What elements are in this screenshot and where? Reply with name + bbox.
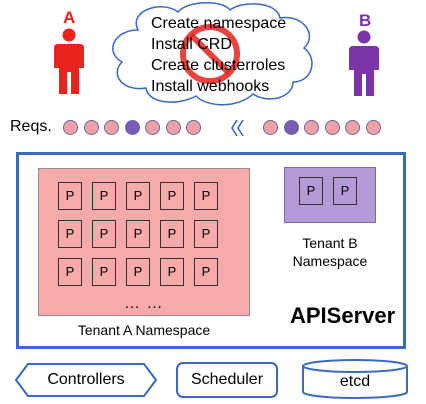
request-dot <box>365 120 381 135</box>
pod-tenant-a: P <box>194 182 218 210</box>
pod-tenant-a: P <box>92 182 116 210</box>
action-create-clusterroles: Create clusterroles <box>151 57 286 74</box>
action-create-namespace: Create namespace <box>151 15 287 32</box>
requests-label: Reqs. <box>10 118 52 135</box>
tenant-b-label-line1: Tenant B <box>302 235 358 251</box>
request-dot <box>186 120 201 135</box>
scheduler-box <box>176 362 278 398</box>
user-a-label: A <box>63 8 76 27</box>
more-pods-ellipsis: … … <box>124 295 164 312</box>
action-install-webhooks: Install webhooks <box>151 78 270 95</box>
request-dot <box>165 120 181 135</box>
pod-tenant-a: P <box>92 220 116 248</box>
request-dot <box>124 120 140 135</box>
break-icon <box>231 119 244 137</box>
request-dot <box>83 120 99 135</box>
pod-tenant-a: P <box>58 220 82 248</box>
request-dot <box>145 120 160 135</box>
action-install-crd: Install CRD <box>151 36 232 53</box>
pod-tenant-b: P <box>299 177 323 205</box>
controllers-shape <box>14 363 158 397</box>
pod-tenant-a: P <box>58 258 82 286</box>
pod-tenant-a: P <box>126 220 150 248</box>
pod-tenant-a: P <box>92 258 116 286</box>
request-dot <box>63 120 78 135</box>
request-dot <box>104 120 119 135</box>
etcd-label: etcd <box>339 373 371 390</box>
etcd-database-icon <box>302 359 408 399</box>
apiserver-box <box>16 152 406 349</box>
scheduler-label: Scheduler <box>190 371 264 388</box>
request-dot <box>324 120 340 135</box>
pod-tenant-a: P <box>194 258 218 286</box>
request-dot <box>263 120 278 135</box>
cloud-action-list: Create namespace Install CRD Create clus… <box>151 13 286 97</box>
pod-tenant-b: P <box>333 177 357 205</box>
user-a-person-icon <box>54 28 84 94</box>
request-dot <box>345 120 360 135</box>
pod-tenant-a: P <box>58 182 82 210</box>
tenant-b-label-line2: Namespace <box>292 253 368 269</box>
user-b-person-icon <box>349 30 379 96</box>
tenant-a-label: Tenant A Namespace <box>77 322 211 338</box>
prohibited-icon <box>180 24 240 84</box>
pod-tenant-a: P <box>160 220 184 248</box>
controllers-label: Controllers <box>47 371 125 388</box>
pod-tenant-a: P <box>194 220 218 248</box>
tenant-b-label: Tenant B Namespace <box>270 234 390 270</box>
pod-tenant-a: P <box>126 182 150 210</box>
pod-tenant-a: P <box>126 258 150 286</box>
apiserver-title: APIServer <box>290 303 396 328</box>
user-b-label: B <box>359 11 372 30</box>
request-dot <box>283 120 299 135</box>
pod-tenant-a: P <box>160 258 184 286</box>
request-dot <box>304 120 319 135</box>
pod-tenant-a: P <box>160 182 184 210</box>
